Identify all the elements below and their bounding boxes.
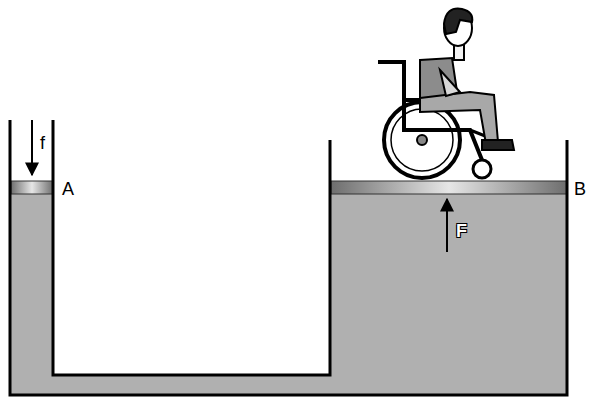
force-label: F (456, 222, 467, 240)
inner-wall (53, 120, 330, 375)
force-label: f (40, 134, 45, 152)
force-arrow-small (31, 120, 33, 175)
outer-wall (10, 120, 567, 395)
force-arrow-large (446, 199, 448, 252)
wheelchair-person (378, 9, 514, 178)
piston-label: B (574, 180, 586, 198)
small-piston (11, 181, 53, 194)
piston-label: A (62, 180, 74, 198)
fluid (10, 193, 567, 395)
large-piston (331, 181, 567, 194)
